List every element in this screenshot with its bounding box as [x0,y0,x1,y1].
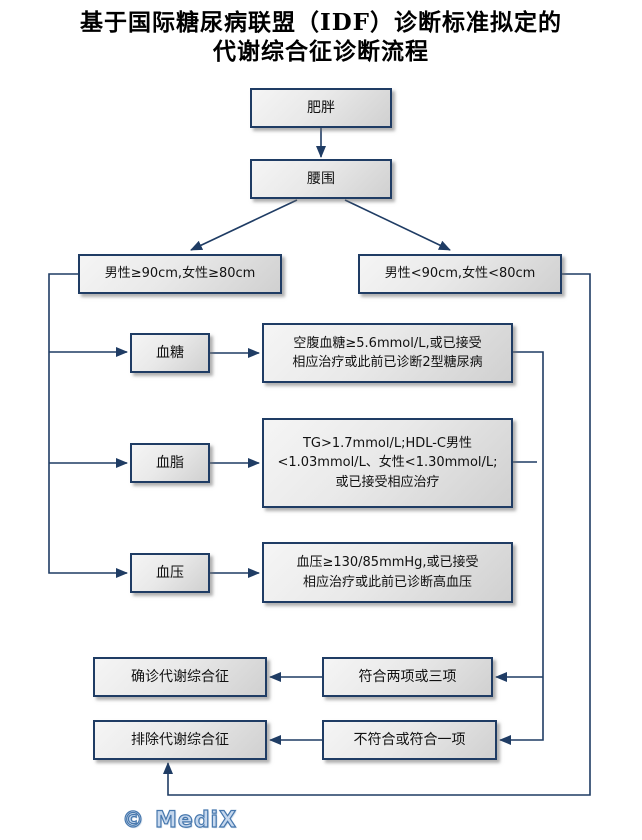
node-lipid: 血脂 [130,443,210,483]
node-bp: 血压 [130,553,210,593]
node-confirm-diagnosis: 确诊代谢综合征 [93,657,267,697]
node-glucose: 血糖 [130,333,210,373]
copyright-icon: © [121,807,145,833]
node-exclude-diagnosis: 排除代谢综合征 [93,720,267,760]
inner-right-spine [499,351,544,745]
arrow-waist-to-high [190,199,298,251]
node-waist-high: 男性≥90cm,女性≥80cm [78,254,282,294]
page-title: 基于国际糖尿病联盟（IDF）诊断标准拟定的 代谢综合征诊断流程 [79,9,563,66]
node-lipid-criteria: TG>1.7mmol/L;HDL-C男性 <1.03mmol/L、女性<1.30… [262,418,513,508]
node-glucose-criteria: 空腹血糖≥5.6mmol/L,或已接受 相应治疗或此前已诊断2型糖尿病 [262,323,513,383]
arrow-waist-to-low [344,199,451,251]
node-waist: 腰围 [250,159,392,199]
node-none-or-one: 不符合或符合一项 [322,720,497,760]
node-waist-low: 男性<90cm,女性<80cm [358,254,562,294]
node-obesity: 肥胖 [250,88,392,128]
node-two-or-three: 符合两项或三项 [322,657,493,697]
watermark: © MediX [121,807,238,833]
left-spine-to-bp [48,273,128,578]
watermark-brand: MediX [154,807,238,833]
node-bp-criteria: 血压≥130/85mmHg,或已接受 相应治疗或此前已诊断高血压 [262,542,513,603]
outer-right-spine [163,273,591,796]
